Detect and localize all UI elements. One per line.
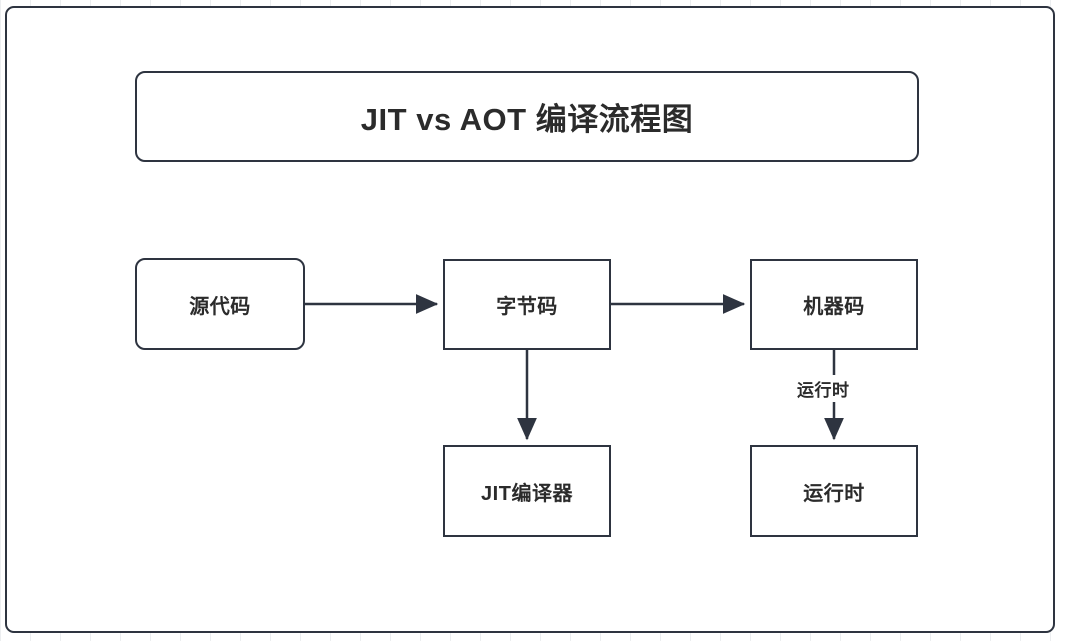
node-jit-compiler[interactable]: JIT编译器 <box>443 445 611 537</box>
node-runtime[interactable]: 运行时 <box>750 445 918 537</box>
node-source-code[interactable]: 源代码 <box>135 258 305 350</box>
diagram-title: JIT vs AOT 编译流程图 <box>135 71 919 162</box>
node-machine-code[interactable]: 机器码 <box>750 259 918 350</box>
edge-label-runtime: 运行时 <box>792 375 855 402</box>
node-bytecode[interactable]: 字节码 <box>443 259 611 350</box>
